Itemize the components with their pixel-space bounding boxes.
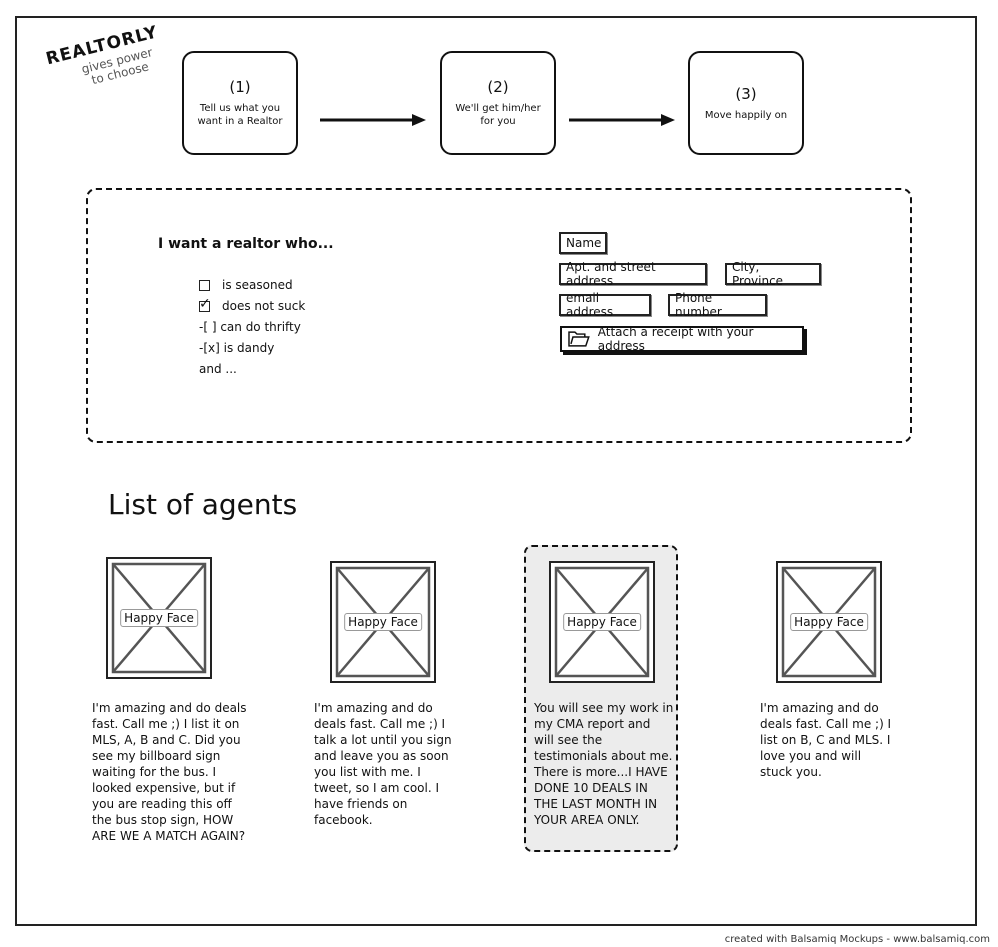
agent-description: You will see my work in my CMA report an… xyxy=(534,701,674,827)
request-form-container xyxy=(86,188,912,443)
agent-photo-placeholder[interactable]: Happy Face xyxy=(106,557,212,679)
image-label: Happy Face xyxy=(120,609,198,627)
checkbox-checked-icon[interactable]: ✓ xyxy=(199,295,211,312)
option-line-and-more: and ... xyxy=(199,362,237,376)
agents-section-title: List of agents xyxy=(108,488,298,521)
step-text: Tell us what you want in a Realtor xyxy=(197,103,283,127)
arrow-right-icon xyxy=(320,114,426,126)
agent-photo-placeholder[interactable]: Happy Face xyxy=(549,561,655,683)
step-number: (2) xyxy=(487,78,509,96)
form-heading: I want a realtor who... xyxy=(158,236,334,252)
step-2-card: (2) We'll get him/her for you xyxy=(440,51,556,155)
step-3-card: (3) Move happily on xyxy=(688,51,804,155)
arrow-right-icon xyxy=(569,114,675,126)
attach-receipt-button[interactable]: Attach a receipt with your address xyxy=(560,325,804,353)
checkbox-unchecked-icon[interactable] xyxy=(199,279,210,291)
mockup-frame xyxy=(15,16,977,926)
option-label: does not suck xyxy=(222,299,306,313)
email-field[interactable]: email address xyxy=(559,291,651,319)
name-field[interactable]: Name xyxy=(559,232,607,254)
city-province-field[interactable]: City, Province xyxy=(725,260,821,288)
credit-footer: created with Balsamiq Mockups - www.bals… xyxy=(724,934,990,945)
step-number: (1) xyxy=(229,78,251,96)
image-label: Happy Face xyxy=(790,613,868,631)
phone-field[interactable]: Phone number xyxy=(668,291,767,319)
step-1-card: (1) Tell us what you want in a Realtor xyxy=(182,51,298,155)
option-line-dandy: -[x] is dandy xyxy=(199,341,275,355)
image-label: Happy Face xyxy=(344,613,422,631)
agent-photo-placeholder[interactable]: Happy Face xyxy=(776,561,882,683)
agent-description: I'm amazing and do deals fast. Call me ;… xyxy=(760,701,892,779)
folder-icon xyxy=(568,331,590,347)
step-text: Move happily on xyxy=(704,109,788,121)
attach-receipt-label: Attach a receipt with your address xyxy=(597,325,754,353)
option-label: is seasoned xyxy=(222,278,293,292)
agent-description: I'm amazing and do deals fast. Call me ;… xyxy=(314,701,452,827)
step-number: (3) xyxy=(735,84,757,103)
agent-description: I'm amazing and do deals fast. Call me ;… xyxy=(92,701,247,843)
option-does-not-suck[interactable]: ✓ does not suck xyxy=(199,295,306,313)
option-seasoned[interactable]: is seasoned xyxy=(199,278,293,292)
option-line-thrifty: -[ ] can do thrifty xyxy=(199,320,301,334)
agent-photo-placeholder[interactable]: Happy Face xyxy=(330,561,436,683)
image-label: Happy Face xyxy=(563,613,641,631)
step-text: We'll get him/her for you xyxy=(455,103,541,127)
street-address-field[interactable]: Apt. and street address xyxy=(559,260,707,288)
